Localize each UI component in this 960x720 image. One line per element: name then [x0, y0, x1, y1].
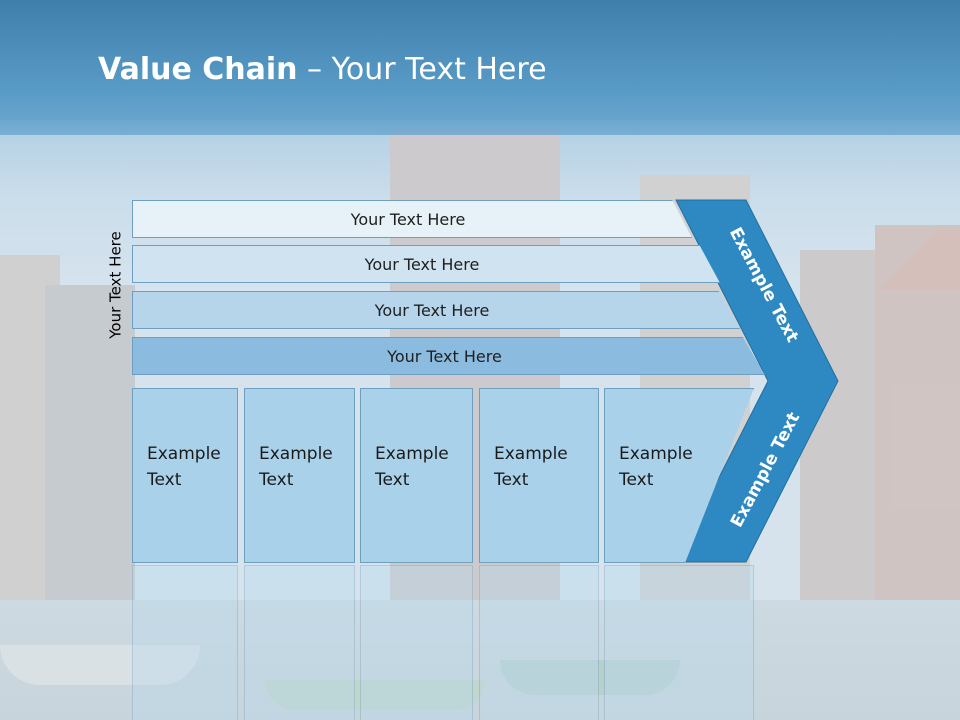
activity-box-1-line1: Example — [147, 444, 221, 464]
activity-box-2-line1: Example — [259, 444, 333, 464]
reflection-inner — [132, 565, 852, 720]
support-bar-4[interactable]: Your Text Here — [132, 337, 765, 375]
vertical-label-text: Your Text Here — [107, 231, 125, 339]
support-bar-4-text: Your Text Here — [387, 346, 502, 366]
support-bar-2-text: Your Text Here — [364, 254, 480, 274]
slide-title-rest: – Your Text Here — [297, 52, 547, 87]
support-bar-1[interactable]: Your Text Here — [132, 200, 692, 238]
activity-box-1[interactable]: Example Text — [132, 388, 238, 563]
activity-box-3[interactable]: Example Text — [360, 388, 473, 563]
support-bar-1-text: Your Text Here — [350, 209, 466, 229]
slide-title-bold: Value Chain — [98, 52, 298, 87]
support-bar-3[interactable]: Your Text Here — [132, 291, 740, 329]
reflection-box — [132, 565, 238, 720]
activity-box-5-line1: Example — [619, 444, 693, 464]
support-bar-3-text: Your Text Here — [374, 300, 490, 320]
activity-box-5-line2: Text — [619, 470, 654, 490]
activity-box-4[interactable]: Example Text — [479, 388, 599, 563]
reflection-box — [479, 565, 599, 720]
vertical-label[interactable]: Your Text Here — [100, 210, 132, 360]
reflection-box — [360, 565, 473, 720]
activity-box-1-line2: Text — [147, 470, 182, 490]
activity-box-4-line2: Text — [494, 470, 529, 490]
activity-box-4-line1: Example — [494, 444, 568, 464]
reflection-box — [244, 565, 355, 720]
support-bar-2[interactable]: Your Text Here — [132, 245, 720, 283]
slide-title[interactable]: Value Chain – Your Text Here — [98, 52, 547, 87]
reflection-box — [604, 565, 754, 720]
activity-box-3-line2: Text — [375, 470, 410, 490]
activity-box-2-line2: Text — [259, 470, 294, 490]
activity-box-2[interactable]: Example Text — [244, 388, 355, 563]
activity-box-3-line1: Example — [375, 444, 449, 464]
diagram-reflection — [132, 565, 852, 720]
header-band — [0, 0, 960, 135]
